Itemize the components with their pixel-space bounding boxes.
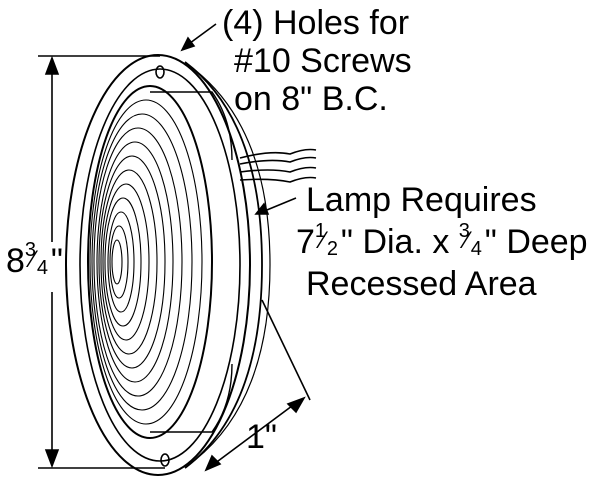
lamp-flange-inner [79, 68, 241, 462]
lead-wires [239, 148, 317, 183]
hole-leader [180, 23, 217, 52]
requirement-mid: " Dia. x [340, 223, 459, 261]
depth-label: 1" [246, 418, 277, 456]
height-fraction-den: 4 [36, 257, 49, 279]
requirement-leader [254, 197, 297, 215]
depth-fraction: 3⁄4 [458, 220, 482, 260]
requirement-line-1: Lamp Requires [306, 181, 537, 219]
height-whole: 8 [6, 242, 25, 280]
diameter-fraction-num: 1 [314, 220, 327, 242]
holes-line-3: on 8" B.C. [234, 80, 388, 118]
screw-hole-top [155, 65, 165, 79]
height-unit: " [50, 242, 63, 280]
lamp-housing-edge [184, 61, 263, 469]
screw-hole-bottom [160, 453, 170, 467]
lamp-lens [87, 85, 213, 439]
depth-fraction-den: 4 [470, 238, 482, 260]
lens-rings [89, 99, 203, 425]
depth-dimension [204, 299, 311, 472]
height-fraction: 3⁄4 [24, 239, 49, 279]
requirement-diameter-whole: 7 [296, 223, 315, 261]
height-dimension [38, 55, 165, 469]
requirement-end: " Deep [484, 223, 588, 261]
requirement-line-3: Recessed Area [306, 265, 537, 303]
diameter-fraction-den: 2 [326, 238, 339, 260]
holes-line-2: #10 Screws [234, 42, 412, 80]
lamp-flange-outer [65, 54, 251, 476]
holes-annotation: (4) Holes for #10 Screws on 8" B.C. [222, 6, 412, 120]
lens-shield-top [150, 91, 233, 161]
diameter-fraction: 1⁄2 [314, 220, 339, 260]
height-fraction-num: 3 [24, 239, 37, 261]
lens-shield-bottom [150, 363, 233, 433]
holes-line-1: (4) Holes for [222, 4, 410, 42]
depth-fraction-num: 3 [458, 220, 470, 242]
